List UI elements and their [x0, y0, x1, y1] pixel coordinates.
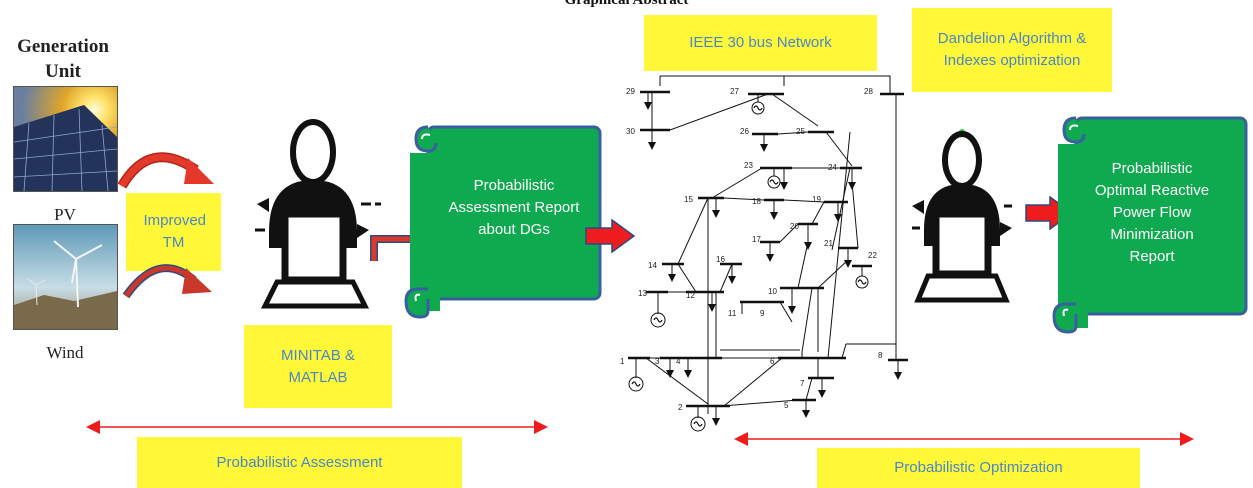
wind-caption: Wind — [46, 343, 84, 362]
arrow-to-network — [585, 218, 636, 254]
bus-label: 8 — [878, 351, 883, 360]
dandelion-label: Dandelion Algorithm & Indexes optimizati… — [912, 8, 1112, 92]
bus-label: 14 — [648, 261, 657, 270]
bus-label: 2 — [678, 403, 683, 412]
pv-caption: PV — [54, 205, 76, 224]
bus-label: 20 — [790, 222, 799, 231]
bus-label: 25 — [796, 127, 805, 136]
bus-label: 21 — [824, 239, 833, 248]
ieee-30-bus-diagram: 1 2 3 4 5 6 7 8 9 10 11 12 13 14 15 16 1… — [620, 75, 908, 432]
bus-label: 22 — [868, 251, 877, 260]
page-title: Graphical Abstract — [564, 0, 689, 8]
bus-label: 29 — [626, 87, 635, 96]
bus-label: 27 — [730, 87, 739, 96]
curved-arrows — [117, 152, 214, 299]
bus-label: 28 — [864, 87, 873, 96]
bus-label: 12 — [686, 291, 695, 300]
bus-label: 6 — [770, 357, 775, 366]
bus-label: 18 — [752, 197, 761, 206]
improved-tm-label: Improved TM — [126, 193, 221, 271]
optimal-report-text: Probabilistic Optimal Reactive Power Flo… — [1094, 160, 1210, 265]
minitab-matlab-label: MINITAB & MATLAB — [244, 325, 392, 408]
bus-label: 19 — [812, 195, 821, 204]
bus-label: 26 — [740, 127, 749, 136]
bus-label: 15 — [684, 195, 693, 204]
prob-assessment-label: Probabilistic Assessment — [137, 437, 462, 488]
prob-optimization-label: Probabilistic Optimization — [817, 448, 1140, 488]
bus-label: 1 — [620, 357, 625, 366]
bus-label: 10 — [768, 287, 777, 296]
bus-label: 3 — [655, 357, 660, 366]
bus-label: 30 — [626, 127, 635, 136]
assessment-span-arrow — [86, 420, 548, 434]
bus-label: 17 — [752, 235, 761, 244]
bus-label: 23 — [744, 161, 753, 170]
bus-label: 4 — [676, 357, 681, 366]
bus-label: 7 — [800, 379, 805, 388]
pv-panel-image — [13, 86, 118, 192]
assessment-report-scroll — [404, 125, 602, 319]
bus-label: 5 — [784, 401, 789, 410]
bus-label: 11 — [728, 309, 737, 318]
wind-turbine-image — [13, 224, 118, 330]
optimization-span-arrow — [734, 432, 1194, 446]
assessment-report-text: Probabilistic Assessment Report about DG… — [448, 177, 580, 238]
optimizer-person-icon — [912, 129, 1012, 303]
bus-label: 24 — [828, 163, 837, 172]
bus-label: 16 — [716, 255, 725, 264]
bus-label: 9 — [760, 309, 765, 318]
analyst-person-icon — [255, 119, 381, 309]
optimal-report-scroll — [1052, 116, 1248, 334]
ieee-network-label: IEEE 30 bus Network — [644, 15, 877, 71]
bus-label: 13 — [638, 289, 647, 298]
generation-unit-title: Generation Unit — [17, 36, 109, 82]
